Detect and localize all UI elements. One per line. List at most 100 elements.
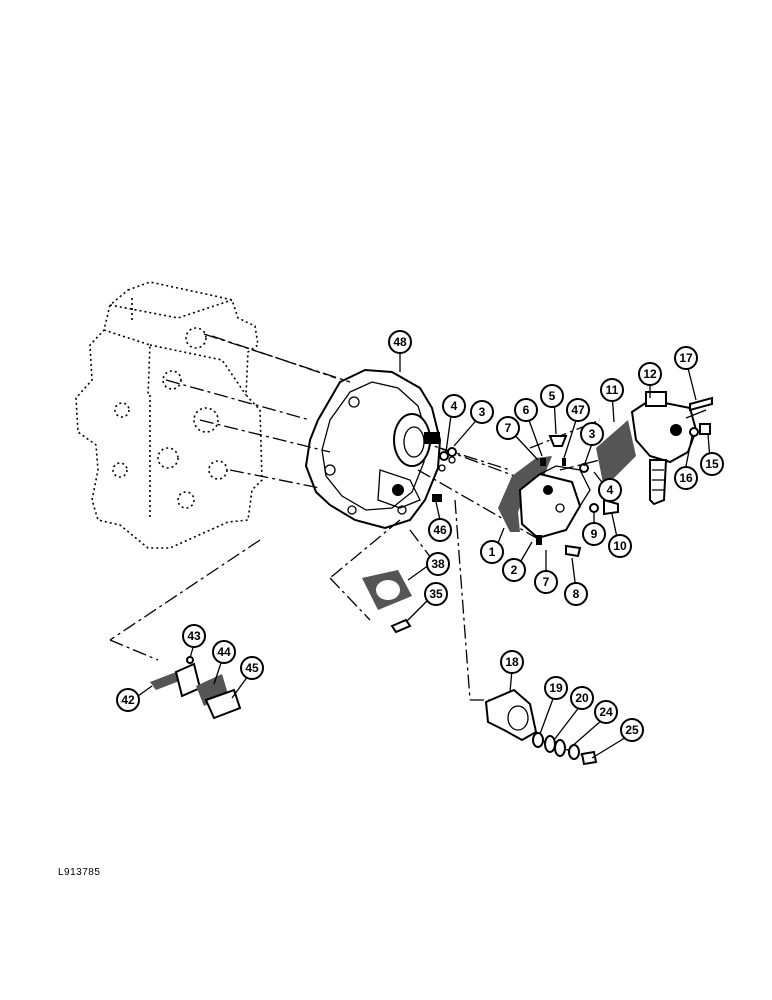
callout-c2: 2 bbox=[502, 558, 526, 582]
callout-number: 9 bbox=[591, 527, 598, 541]
callout-number: 47 bbox=[571, 403, 585, 417]
callout-circle bbox=[426, 552, 450, 576]
callout-c8: 8 bbox=[564, 582, 588, 606]
callout-number: 46 bbox=[433, 523, 447, 537]
callout-circle bbox=[182, 624, 206, 648]
callout-c4a: 4 bbox=[442, 394, 466, 418]
callout-number: 6 bbox=[523, 403, 530, 417]
callout-c7a: 7 bbox=[496, 416, 520, 440]
callout-circle bbox=[514, 398, 538, 422]
callout-number: 1 bbox=[489, 545, 496, 559]
callout-circle bbox=[570, 686, 594, 710]
callout-number: 45 bbox=[245, 661, 259, 675]
callout-c15: 15 bbox=[700, 452, 724, 476]
callout-number: 12 bbox=[643, 367, 657, 381]
callout-circle bbox=[424, 582, 448, 606]
callout-c4b: 4 bbox=[598, 478, 622, 502]
callout-circle bbox=[598, 478, 622, 502]
seal-washer-nut-parts bbox=[532, 732, 598, 766]
callout-number: 24 bbox=[599, 705, 613, 719]
callout-number: 48 bbox=[393, 335, 407, 349]
callout-c12: 12 bbox=[638, 362, 662, 386]
callout-number: 7 bbox=[543, 575, 550, 589]
callout-number: 10 bbox=[613, 539, 627, 553]
callout-number: 2 bbox=[511, 563, 518, 577]
cover-assembly-parts-42-45 bbox=[150, 656, 242, 720]
callout-number: 18 bbox=[505, 655, 519, 669]
callout-number: 38 bbox=[431, 557, 445, 571]
callout-number: 19 bbox=[549, 681, 563, 695]
callout-c11: 11 bbox=[600, 378, 624, 402]
callout-circle bbox=[116, 688, 140, 712]
callout-number: 25 bbox=[625, 723, 639, 737]
callout-circle bbox=[500, 650, 524, 674]
callout-circle bbox=[502, 558, 526, 582]
callout-c19: 19 bbox=[544, 676, 568, 700]
valve-body-part-2 bbox=[518, 465, 591, 545]
callout-circle bbox=[600, 378, 624, 402]
callout-circle bbox=[638, 362, 662, 386]
callout-circle bbox=[534, 570, 558, 594]
callout-c24: 24 bbox=[594, 700, 618, 724]
callout-c7b: 7 bbox=[534, 570, 558, 594]
callout-number: 16 bbox=[679, 471, 693, 485]
callout-c48: 48 bbox=[388, 330, 412, 354]
callout-number: 8 bbox=[573, 587, 580, 601]
callout-number: 42 bbox=[121, 693, 135, 707]
callout-circle bbox=[442, 394, 466, 418]
callout-circle bbox=[582, 522, 606, 546]
callout-c3a: 3 bbox=[470, 400, 494, 424]
pin-part-35 bbox=[390, 618, 412, 634]
callout-c46: 46 bbox=[428, 518, 452, 542]
callout-number: 11 bbox=[606, 383, 619, 397]
callout-number: 4 bbox=[607, 483, 614, 497]
callout-circle bbox=[496, 416, 520, 440]
callout-c10: 10 bbox=[608, 534, 632, 558]
callout-c17: 17 bbox=[674, 346, 698, 370]
callout-circle bbox=[608, 534, 632, 558]
callout-c47: 47 bbox=[566, 398, 590, 422]
callout-circle bbox=[620, 718, 644, 742]
callout-c6: 6 bbox=[514, 398, 538, 422]
gasket-part-11 bbox=[596, 420, 636, 488]
yoke-part-18 bbox=[484, 688, 538, 742]
callout-number: 44 bbox=[217, 645, 231, 659]
callout-circle bbox=[544, 676, 568, 700]
callout-c25: 25 bbox=[620, 718, 644, 742]
callout-circle bbox=[594, 700, 618, 724]
callout-c43: 43 bbox=[182, 624, 206, 648]
callout-number: 15 bbox=[705, 457, 719, 471]
callout-c35: 35 bbox=[424, 582, 448, 606]
callout-circle bbox=[480, 540, 504, 564]
callout-circle bbox=[580, 422, 604, 446]
hardware-parts bbox=[432, 396, 713, 558]
control-valve-part-12 bbox=[630, 391, 707, 506]
callout-c5: 5 bbox=[540, 384, 564, 408]
callout-circle bbox=[564, 582, 588, 606]
callout-circle bbox=[240, 656, 264, 680]
callout-c3b: 3 bbox=[580, 422, 604, 446]
figure-reference: L913785 bbox=[58, 867, 101, 878]
callout-number: 43 bbox=[187, 629, 201, 643]
callout-circle bbox=[212, 640, 236, 664]
callout-c42: 42 bbox=[116, 688, 140, 712]
transmission-housing-outline bbox=[75, 281, 263, 549]
pump-drive-housing bbox=[304, 368, 456, 530]
callout-number: 3 bbox=[479, 405, 486, 419]
callout-c20: 20 bbox=[570, 686, 594, 710]
alignment-lines bbox=[109, 333, 621, 759]
callout-number: 3 bbox=[589, 427, 596, 441]
callout-number: 20 bbox=[575, 691, 589, 705]
callout-circle bbox=[540, 384, 564, 408]
callout-circle bbox=[388, 330, 412, 354]
callout-circle bbox=[428, 518, 452, 542]
callout-circle bbox=[674, 346, 698, 370]
callout-c38: 38 bbox=[426, 552, 450, 576]
callout-number: 7 bbox=[505, 421, 512, 435]
callout-c16: 16 bbox=[674, 466, 698, 490]
callout-c45: 45 bbox=[240, 656, 264, 680]
callout-circle bbox=[700, 452, 724, 476]
gasket-part-38 bbox=[362, 570, 412, 610]
callout-number: 5 bbox=[549, 389, 556, 403]
